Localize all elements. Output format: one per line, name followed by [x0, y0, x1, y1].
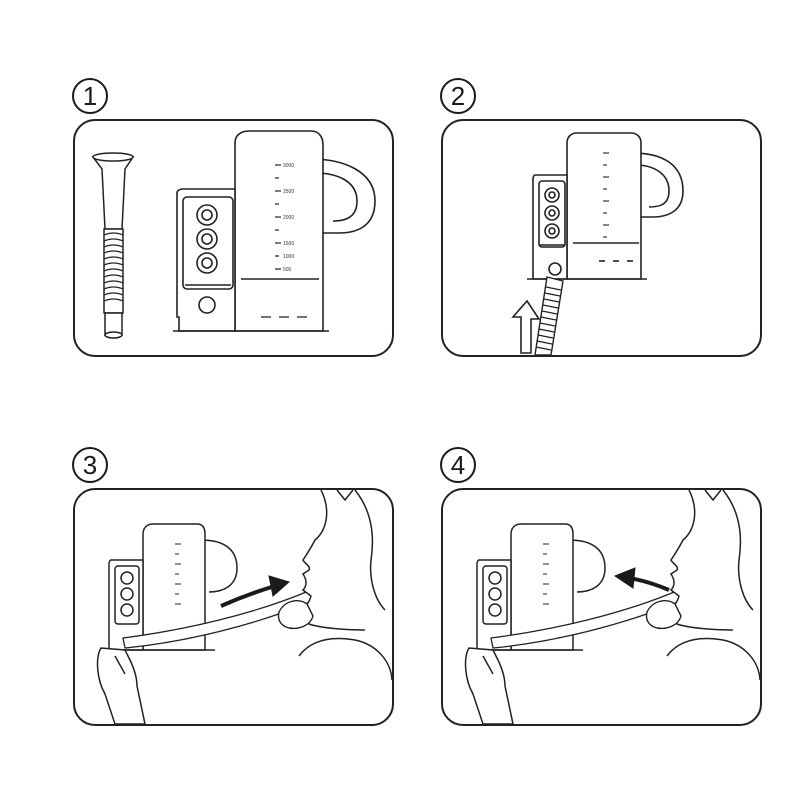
exhale-arrow	[613, 567, 670, 592]
hand	[645, 600, 682, 630]
step-3-illustration	[96, 490, 392, 724]
volume-scale	[261, 164, 307, 318]
scale-label: 3000	[283, 163, 294, 169]
volume-scale-labels: 3000 2500 2000 1500 1000 500	[283, 163, 294, 273]
scale-label: 500	[283, 267, 292, 273]
volume-scale	[543, 543, 549, 605]
spirometer-device	[173, 130, 376, 332]
scale-label: 2500	[283, 189, 294, 195]
spirometer-device	[527, 132, 684, 280]
volume-scale	[175, 543, 181, 605]
step-2-panel	[441, 119, 762, 357]
person-head	[663, 490, 760, 681]
step-1-panel: 3000 2500 2000 1500 1000 500	[73, 119, 394, 357]
spirometer-device	[103, 523, 238, 651]
step-3-panel	[73, 488, 394, 726]
step-number-badge: 4	[440, 447, 476, 483]
scale-label: 1500	[283, 241, 294, 247]
step-2-illustration	[511, 132, 684, 355]
step-number-badge: 3	[72, 447, 108, 483]
spirometer-device	[471, 523, 606, 651]
mouthpiece-tube	[91, 152, 135, 339]
volume-scale	[603, 152, 609, 238]
flexible-hose	[534, 276, 564, 355]
step-4-illustration	[464, 490, 760, 724]
step-number-badge: 1	[72, 78, 108, 114]
step-number-badge: 2	[440, 78, 476, 114]
hand	[277, 600, 314, 630]
hand	[464, 647, 514, 724]
step-1-illustration: 3000 2500 2000 1500 1000 500	[91, 130, 376, 339]
person-head	[295, 490, 392, 681]
insert-arrow	[511, 299, 541, 354]
scale-label: 2000	[283, 215, 294, 221]
step-4-panel	[441, 488, 762, 726]
inhale-arrow	[220, 575, 291, 608]
hand	[96, 647, 146, 724]
scale-label: 1000	[283, 254, 294, 260]
